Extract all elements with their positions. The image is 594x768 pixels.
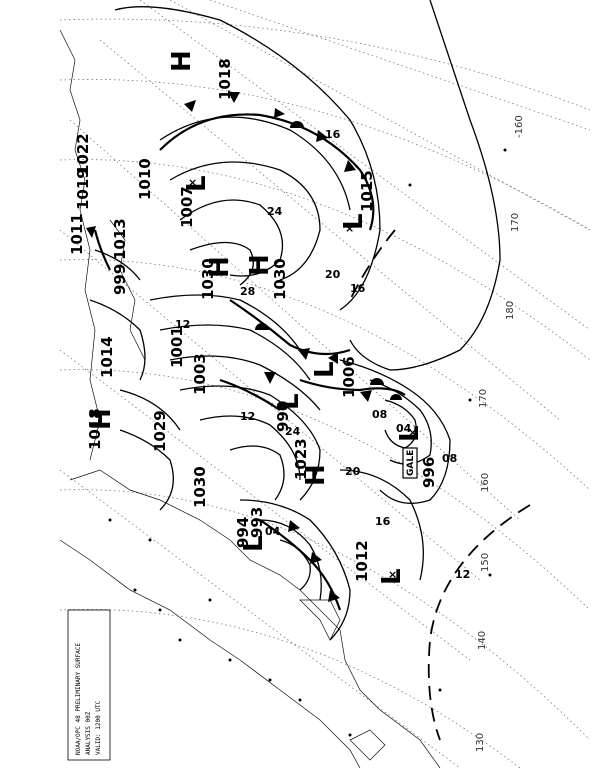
boundary-lines [349, 229, 531, 741]
header-line: ANALYSIS 00Z [85, 711, 92, 755]
lon-label: -160 [514, 115, 525, 138]
low-center-x-icon: × [345, 222, 354, 235]
lon-label: 150 [480, 553, 491, 572]
isobar-label: 20 [345, 465, 361, 478]
central-pressure: 1022 [74, 133, 92, 175]
central-pressure: 1011 [68, 213, 86, 255]
central-pressure: 1029 [151, 410, 169, 452]
isobar-label: 16 [350, 282, 366, 295]
low-pressure-marker: L [377, 568, 407, 585]
graticule [59, 0, 591, 768]
isobar-label: 04 [396, 422, 412, 435]
central-pressure: 1001 [168, 326, 186, 368]
high-pressure-marker: H [205, 256, 235, 278]
low-center-x-icon: × [388, 568, 397, 581]
central-pressure: 1012 [353, 540, 371, 582]
gale-warning: GALE [402, 447, 418, 479]
header-line: VALID: 1200 UTC [95, 700, 102, 755]
high-pressure-marker: H [167, 50, 197, 72]
station-plots [108, 63, 507, 737]
isobar-label: 24 [285, 425, 301, 438]
high-pressure-marker: H [245, 254, 275, 276]
central-pressure: 996 [420, 457, 438, 488]
isobars [89, 0, 501, 641]
central-pressure: 1006 [340, 356, 358, 398]
high-pressure-marker: H [301, 464, 331, 486]
isobar-labels: 16 20 24 28 12 08 04 16 20 24 12 08 04 1… [175, 128, 470, 581]
isobar-label: 04 [265, 525, 281, 538]
isobar-label: 28 [240, 285, 255, 298]
isobar-label: 20 [325, 268, 341, 281]
lon-label: 170 [478, 389, 489, 408]
central-pressure: 1007 [178, 186, 196, 228]
low-pressure-marker: L [275, 393, 305, 410]
longitude-labels: -160 170 180 170 160 150 140 130 [475, 115, 525, 752]
isobar-label: 08 [372, 408, 387, 421]
central-pressure: 994 [234, 517, 252, 548]
central-pressure: 1030 [199, 258, 217, 300]
central-pressure: 999 [111, 264, 129, 295]
central-pressure: 1014 [98, 336, 116, 378]
central-pressure: 1030 [191, 466, 209, 508]
isobar-label: 08 [442, 452, 457, 465]
low-center-x-icon: × [408, 426, 417, 439]
isobar-label: 24 [267, 205, 283, 218]
lon-label: 180 [505, 301, 516, 320]
lon-label: 160 [480, 473, 491, 492]
lon-label: 130 [475, 733, 486, 752]
central-pressure: 990 [274, 401, 292, 432]
low-pressure-marker: L [182, 175, 212, 192]
isobar-label: 16 [375, 515, 391, 528]
central-pressure: 1019 [74, 168, 92, 210]
central-pressure: 1018 [216, 58, 234, 100]
low-pressure-marker: L [395, 425, 425, 442]
isobar-label: 12 [240, 410, 255, 423]
fronts [86, 92, 406, 611]
low-pressure-marker: L [239, 535, 269, 552]
central-pressure: 993 [248, 507, 266, 538]
isobar-label: 12 [455, 568, 470, 581]
coastlines [59, 29, 441, 768]
header-line: NOAA/OPC 48 PRELIMINARY SURFACE [75, 643, 82, 755]
low-pressure-marker: L [310, 361, 340, 378]
isobar-label: 12 [175, 318, 190, 331]
high-pressure-marker: H [87, 408, 117, 430]
isobar-label: 16 [325, 128, 341, 141]
central-pressure: 1030 [271, 258, 289, 300]
gale-label: GALE [406, 450, 416, 476]
pressure-systems: H 1018 H 1030 H 1030 H 1023 1029 1030 H … [68, 50, 438, 585]
central-pressure: 1018 [86, 408, 104, 450]
lon-label: 140 [477, 631, 488, 650]
chart-header: NOAA/OPC 48 PRELIMINARY SURFACE ANALYSIS… [67, 609, 111, 761]
central-pressure: 1013 [111, 218, 129, 260]
central-pressure: 1010 [136, 158, 154, 200]
low-pressure-marker: L [339, 213, 369, 230]
central-pressure: 1015 [358, 170, 376, 212]
lon-label: 170 [510, 213, 521, 232]
low-center-x-icon: × [188, 176, 197, 189]
central-pressure: 1023 [292, 438, 310, 480]
central-pressure: 1003 [191, 353, 209, 395]
